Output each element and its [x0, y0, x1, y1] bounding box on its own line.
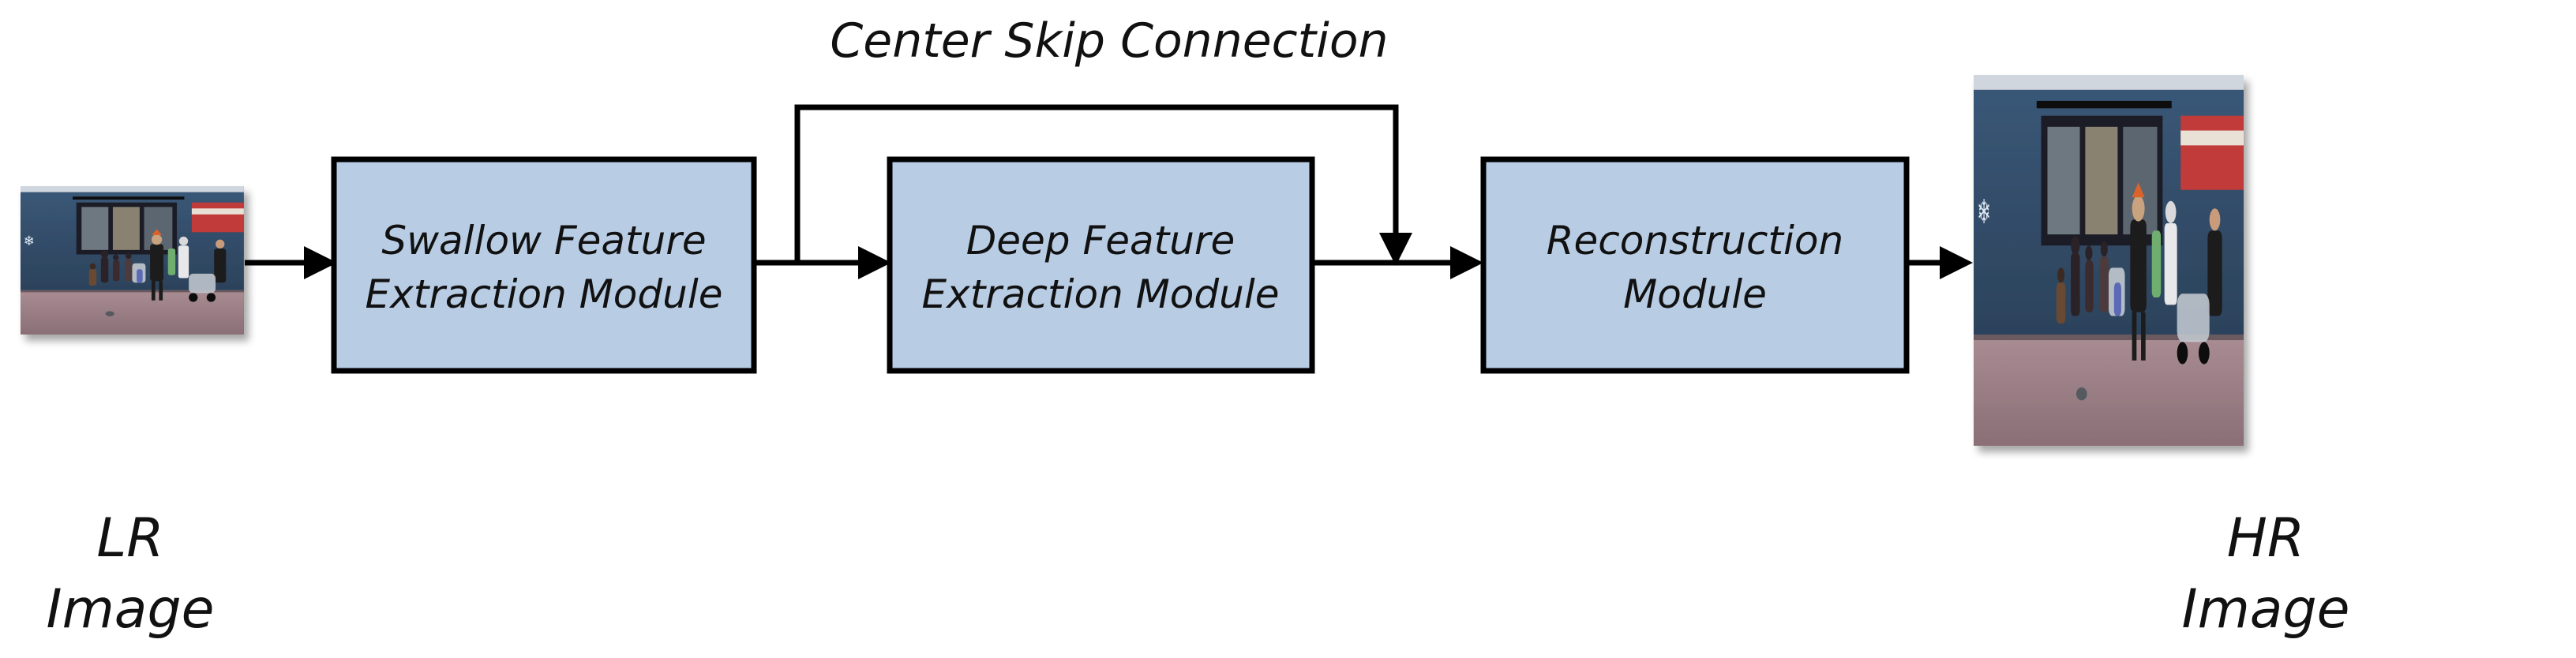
- hr-label-line1: HR: [2227, 507, 2304, 570]
- module-deep-line2: Extraction Module: [922, 271, 1280, 317]
- center-skip-connection-line: [794, 104, 1412, 266]
- lr-label-line2: Image: [47, 578, 215, 641]
- module-deep-line1: Deep Feature: [966, 218, 1235, 264]
- module-swallow-line2: Extraction Module: [366, 271, 723, 317]
- module-deep-feature-extraction: Deep Feature Extraction Module: [887, 156, 1315, 374]
- hr-image: [1974, 75, 2244, 446]
- module-reconstruction: Reconstruction Module: [1480, 156, 1910, 374]
- lr-label-line1: LR: [96, 507, 163, 570]
- lr-image: [21, 186, 244, 335]
- hr-label-line2: Image: [2182, 578, 2350, 641]
- module-swallow-line1: Swallow Feature: [381, 218, 706, 264]
- module-reconstruction-line2: Module: [1623, 271, 1767, 317]
- module-swallow-feature-extraction: Swallow Feature Extraction Module: [331, 156, 757, 374]
- module-reconstruction-line1: Reconstruction: [1547, 218, 1843, 264]
- skip-connection-label: Center Skip Connection: [830, 13, 1388, 69]
